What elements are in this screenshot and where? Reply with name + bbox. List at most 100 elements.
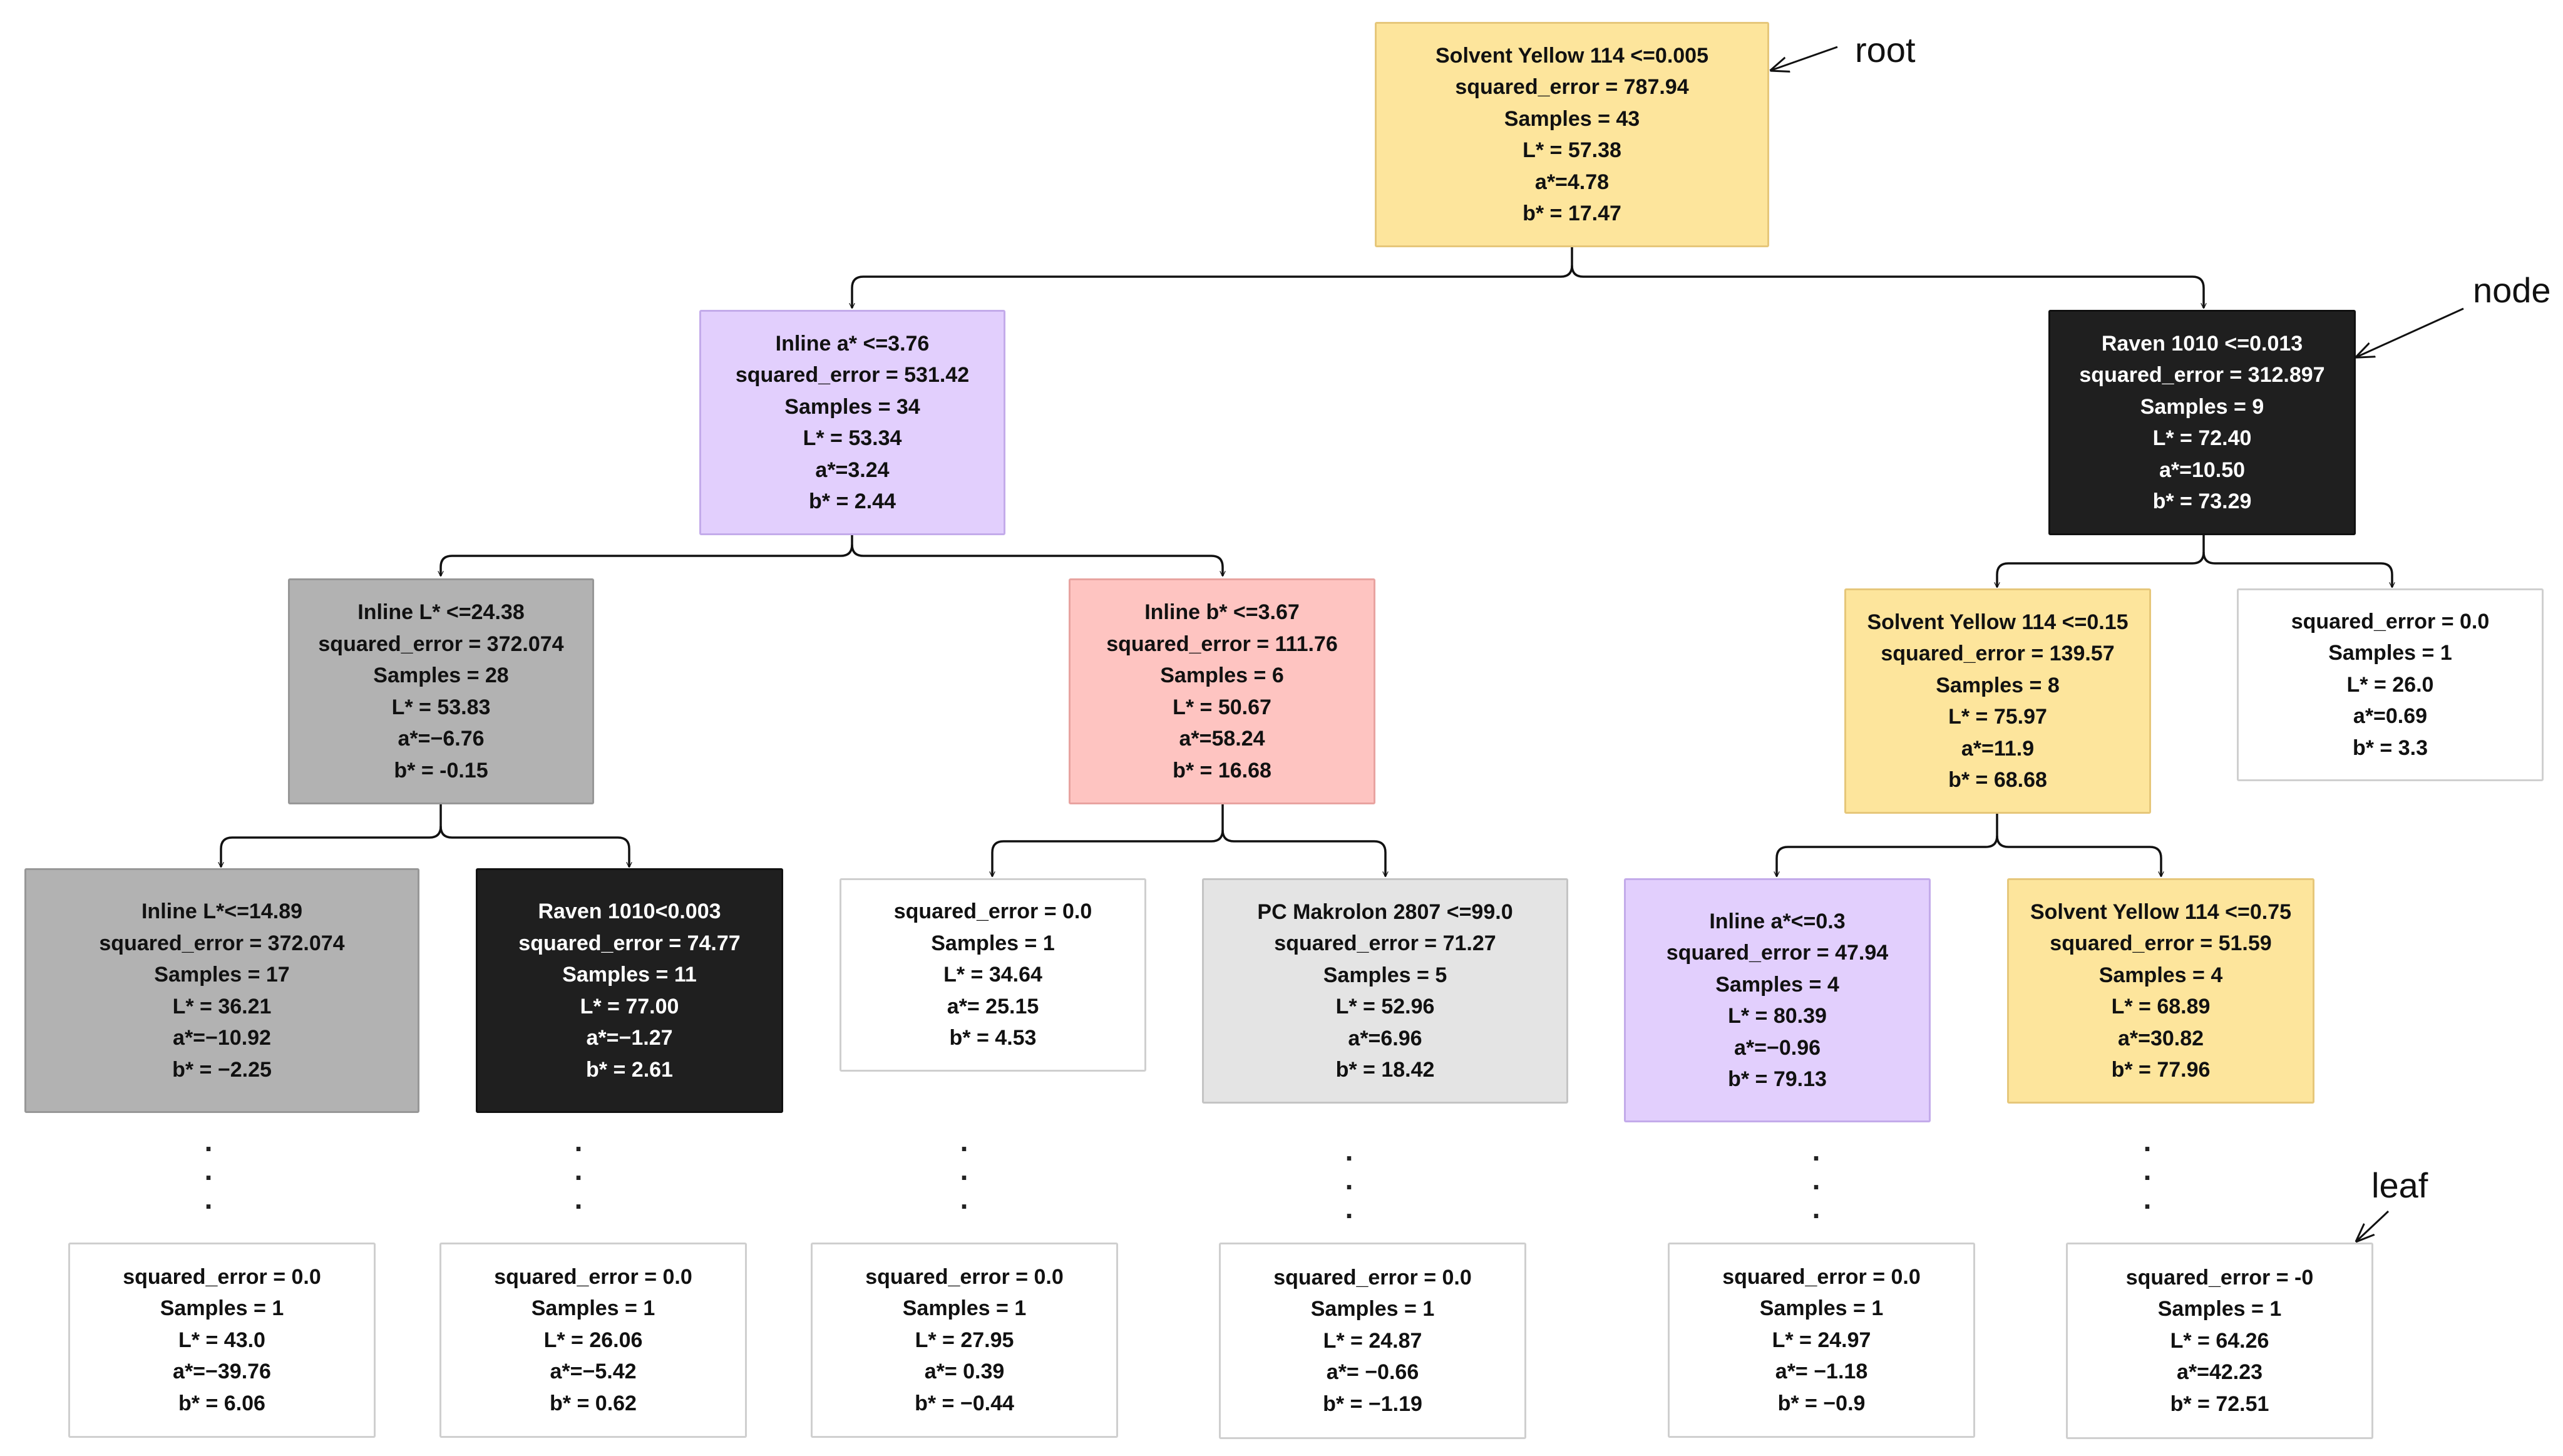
- node-text: b* = 79.13: [1728, 1067, 1827, 1091]
- node-text: squared_error = 51.59: [2050, 931, 2272, 955]
- node-text: b* = -0.15: [394, 758, 488, 782]
- node-text: a*=−39.76: [173, 1360, 271, 1384]
- node-text: a*=6.96: [1348, 1026, 1422, 1050]
- node-text: b* = 2.61: [586, 1057, 673, 1082]
- node-text: Samples = 43: [1504, 106, 1640, 131]
- leaf-node: squared_error = 0.0 Samples = 1 L* = 26.…: [439, 1243, 747, 1438]
- node-text: Samples = 4: [1715, 972, 1839, 997]
- node-text: b* = 3.3: [2352, 736, 2428, 760]
- node-text: L* = 72.40: [2152, 426, 2252, 450]
- edge-l1-left: [851, 544, 1223, 576]
- node-text: L* = 50.67: [1173, 695, 1271, 719]
- node-text: b* = 73.29: [2152, 490, 2252, 513]
- node-text: b* = 17.47: [1523, 202, 1621, 225]
- node-text: squared_error = 312.897: [2079, 363, 2325, 387]
- node-text: squared_error = 47.94: [1666, 941, 1889, 965]
- node-text: L* = 68.89: [2111, 995, 2211, 1018]
- node-text: a*=0.69: [2353, 704, 2428, 729]
- node-text: Samples = 1: [160, 1296, 284, 1321]
- edge-l2-a: [221, 804, 442, 867]
- node-text: L* = 26.06: [543, 1328, 643, 1352]
- node-text: Samples = 17: [154, 963, 290, 987]
- ellipsis-dots: ...: [960, 1125, 968, 1215]
- node-text: b* = 2.44: [809, 490, 896, 513]
- leaf-annotation: leaf: [2371, 1166, 2428, 1205]
- split-node: Inline a*<=0.3 squared_error = 47.94 Sam…: [1624, 878, 1931, 1122]
- edge-l2-b: [992, 804, 1224, 876]
- node-text: Solvent Yellow 114 <=0.005: [1436, 43, 1708, 68]
- ellipsis-dots: ...: [574, 1125, 583, 1215]
- node-text: a*=58.24: [1179, 727, 1265, 751]
- node-text: a*=3.24: [815, 458, 890, 482]
- node-text: a*=−1.27: [586, 1026, 673, 1050]
- node-text: a*=−0.96: [1733, 1035, 1821, 1060]
- leaf-node: squared_error = 0.0 Samples = 1 L* = 43.…: [68, 1243, 376, 1438]
- node-text: PC Makrolon 2807 <=99.0: [1257, 900, 1513, 924]
- node-text: L* = 75.97: [1948, 705, 2047, 729]
- node-text: b* = 6.06: [178, 1391, 265, 1415]
- node-text: b* = 18.42: [1335, 1058, 1435, 1082]
- node-text: Samples = 1: [1310, 1297, 1435, 1321]
- node-text: Samples = 6: [1160, 664, 1284, 687]
- node-text: Samples = 1: [2157, 1297, 2282, 1321]
- node-text: squared_error = 372.074: [318, 632, 564, 656]
- node-text: Inline L*<=14.89: [141, 900, 303, 923]
- node-text: a*=10.50: [2159, 458, 2246, 482]
- node-text: squared_error = 111.76: [1106, 632, 1338, 656]
- node-text: squared_error = 787.94: [1455, 75, 1689, 99]
- node-text: squared_error = 74.77: [518, 931, 741, 955]
- edge-l2-a: [439, 826, 629, 867]
- node-text: L* = 27.95: [915, 1328, 1014, 1352]
- node-text: Inline L* <=24.38: [357, 600, 525, 624]
- edges: [221, 247, 2392, 876]
- node-text: L* = 53.34: [803, 426, 902, 450]
- node-text: Solvent Yellow 114 <=0.75: [2030, 900, 2292, 924]
- node-text: Samples = 1: [1759, 1296, 1884, 1321]
- node-text: squared_error = 0.0: [865, 1264, 1064, 1289]
- node-text: b* = 16.68: [1173, 758, 1271, 782]
- split-node: Inline a* <=3.76 squared_error = 531.42 …: [699, 310, 1005, 535]
- root-node: Solvent Yellow 114 <=0.005 squared_error…: [1375, 22, 1769, 247]
- node-text: Samples = 9: [2140, 394, 2264, 419]
- split-node: PC Makrolon 2807 <=99.0 squared_error = …: [1202, 878, 1568, 1104]
- node-text: Raven 1010 <=0.013: [2101, 331, 2303, 356]
- node-text: Raven 1010<0.003: [538, 900, 721, 923]
- edge-l2-b: [1221, 829, 1385, 876]
- node-text: Samples = 11: [562, 963, 697, 987]
- node-text: squared_error = 139.57: [1881, 642, 2115, 665]
- node-annotation: node: [2473, 270, 2551, 310]
- leaf-node: squared_error = 0.0 Samples = 1 L* = 24.…: [1219, 1243, 1526, 1439]
- node-pointer-arrow: [2357, 307, 2464, 357]
- node-text: L* = 26.0: [2346, 672, 2434, 697]
- ellipsis-dots: ...: [204, 1125, 213, 1215]
- split-node: Raven 1010<0.003 squared_error = 74.77 S…: [476, 868, 783, 1113]
- node-text: b* = 0.62: [550, 1391, 637, 1415]
- node-text: L* = 57.38: [1523, 138, 1621, 162]
- node-text: Solvent Yellow 114 <=0.15: [1867, 610, 2129, 634]
- leaf-node: squared_error = 0.0 Samples = 1 L* = 24.…: [1668, 1243, 1975, 1438]
- node-text: L* = 64.26: [2170, 1328, 2269, 1353]
- node-text: L* = 43.0: [178, 1328, 265, 1352]
- leaf-node: squared_error = 0.0 Samples = 1 L* = 27.…: [811, 1243, 1118, 1438]
- edge-l1-right: [1997, 535, 2205, 587]
- node-text: squared_error = 0.0: [893, 900, 1092, 924]
- split-node: Solvent Yellow 114 <=0.15 squared_error …: [1844, 588, 2151, 814]
- node-text: L* = 34.64: [943, 963, 1042, 987]
- edge-l2-c: [1996, 835, 2161, 876]
- node-text: squared_error = 0.0: [1273, 1265, 1472, 1289]
- node-text: squared_error = -0: [2125, 1265, 2314, 1289]
- node-text: b* = −0.9: [1777, 1391, 1866, 1415]
- node-text: a*=30.82: [2117, 1026, 2204, 1050]
- edge-root: [1571, 265, 2204, 308]
- leaf-node: squared_error = 0.0 Samples = 1 L* = 34.…: [840, 878, 1146, 1072]
- node-text: b* = −2.25: [172, 1057, 272, 1082]
- node-text: Inline a*<=0.3: [1709, 909, 1846, 933]
- split-node: Solvent Yellow 114 <=0.75 squared_error …: [2007, 878, 2314, 1104]
- node-text: Inline a* <=3.76: [775, 331, 930, 356]
- node-text: Samples = 34: [784, 394, 920, 419]
- ellipsis-dots: ...: [1812, 1134, 1821, 1224]
- node-text: b* = 72.51: [2170, 1392, 2269, 1416]
- root-annotation: root: [1855, 30, 1916, 69]
- node-text: L* = 24.97: [1772, 1328, 1871, 1352]
